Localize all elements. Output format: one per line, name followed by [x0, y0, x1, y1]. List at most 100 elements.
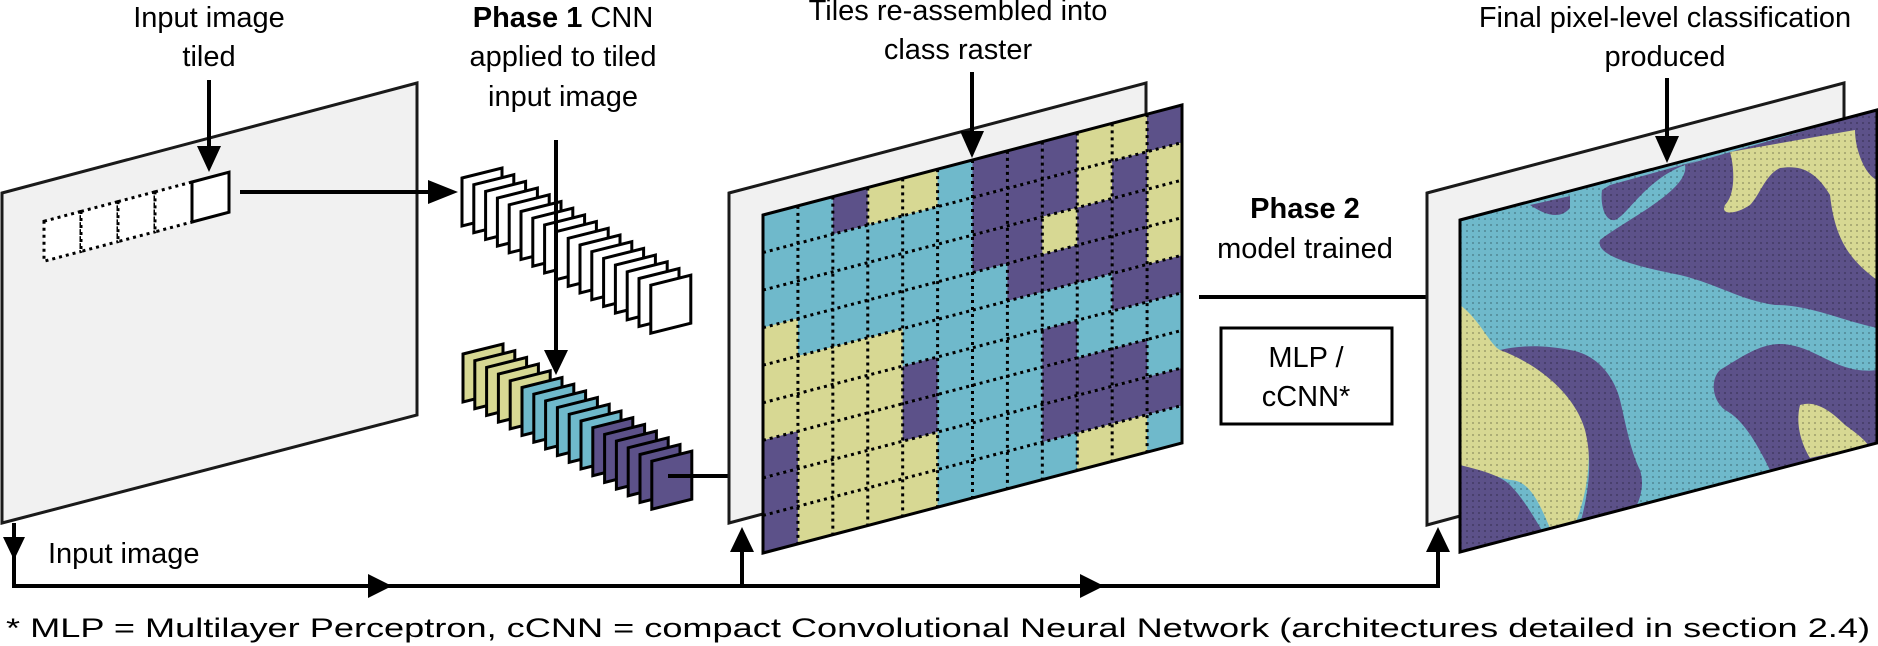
grid-row-line [762, 253, 1183, 367]
final-front-frame [1458, 108, 1878, 554]
raster-cell [832, 412, 868, 460]
phase1-title-suffix: CNN [582, 2, 653, 34]
raster-cell [1112, 414, 1148, 462]
raster-cell [1112, 264, 1148, 312]
raster-cell [1147, 142, 1182, 190]
raster-cell [1077, 386, 1113, 433]
raster-cell [832, 300, 868, 347]
cnn-input-stack [460, 166, 693, 336]
raster-cell [1042, 395, 1078, 443]
raster-cell [763, 431, 798, 478]
raster-cell [972, 150, 1008, 198]
raster-cell [867, 178, 903, 226]
raster-cell [1042, 432, 1078, 480]
raster-cell [797, 459, 833, 507]
grid-row-line [762, 366, 1183, 480]
raster-cell [763, 318, 798, 366]
model-box: MLP / cCNN* [1219, 326, 1394, 426]
grid-row-line [762, 328, 1183, 442]
raster-cell [937, 310, 973, 357]
raster-cell [1042, 357, 1078, 405]
raster-cell [832, 375, 868, 422]
model-box-line2: cCNN* [1262, 381, 1351, 413]
raster-cell [1042, 207, 1078, 255]
raster-cell [902, 432, 938, 479]
raster-cell [1077, 423, 1113, 471]
raster-cell [1077, 236, 1113, 283]
phase2-title: Phase 2 [1250, 193, 1360, 225]
input-tiled-label-line1: Input image [133, 2, 285, 34]
class-tile [650, 449, 694, 512]
raster-cell [1042, 320, 1078, 367]
raster-cell [972, 225, 1008, 273]
raster-cell [902, 469, 938, 517]
grid-row-line [762, 141, 1183, 255]
input-image-label: Input image [48, 538, 200, 570]
raster-cell [1077, 123, 1113, 171]
raster-cell [867, 403, 903, 451]
raster-cell [1007, 254, 1043, 302]
input-tile-row [42, 170, 231, 264]
raster-cell [1147, 255, 1182, 302]
reassembled-arrow [960, 72, 984, 158]
cnn-vertical-arrowhead [544, 350, 568, 375]
raster-cell [797, 497, 833, 544]
raster-cell [763, 468, 798, 516]
feature-tile [649, 273, 693, 336]
raster-cell [832, 262, 868, 310]
raster-cell [797, 196, 833, 244]
raster-cell [972, 451, 1008, 498]
final-arrow [1655, 78, 1679, 163]
raster-cell [1007, 404, 1043, 452]
raster-cell [1007, 367, 1043, 414]
raster-cell [937, 235, 973, 282]
raster-cell [867, 291, 903, 338]
raster-cell [832, 450, 868, 498]
active-input-tile [190, 170, 231, 224]
raster-cell [1112, 339, 1148, 387]
phase2-arrow [1199, 285, 1460, 309]
raster-cell [1112, 114, 1148, 161]
raster-cell [1007, 179, 1043, 226]
raster-grid [761, 103, 1184, 555]
raster-cell [797, 234, 833, 281]
raster-cell [1077, 311, 1113, 358]
cnn-output-stack [461, 342, 694, 512]
raster-cell [902, 169, 938, 216]
raster-cell [1147, 367, 1182, 415]
raster-cell [832, 187, 868, 235]
class-raster [727, 81, 1184, 555]
raster-cell [1112, 226, 1148, 274]
input-image-flow [3, 523, 1450, 598]
raster-cell [1077, 273, 1113, 321]
raster-cell [1077, 198, 1113, 246]
raster-cell [763, 243, 798, 291]
raster-cell [867, 366, 903, 413]
raster-cell [972, 376, 1008, 423]
raster-cell [832, 225, 868, 272]
phase2-subtitle: model trained [1217, 233, 1393, 265]
raster-cell [937, 422, 973, 470]
raster-cell [1007, 329, 1043, 377]
raster-cell [1112, 301, 1148, 349]
raster-cell [797, 384, 833, 432]
raster-cell [1007, 141, 1043, 189]
raster-cell [902, 244, 938, 291]
raster-cell [797, 309, 833, 357]
raster-cell [832, 337, 868, 385]
raster-cell [797, 422, 833, 469]
raster-cell [797, 271, 833, 319]
raster-cell [972, 263, 1008, 311]
raster-cell [1112, 189, 1148, 236]
raster-cell [1042, 245, 1078, 292]
raster-cell [972, 413, 1008, 461]
raster-cell [1147, 180, 1182, 227]
raster-cell [763, 356, 798, 403]
raster-cell [1112, 377, 1148, 424]
raster-cell [1147, 105, 1182, 152]
raster-cell [763, 205, 798, 253]
model-box-line1: MLP / [1268, 342, 1344, 374]
raster-cell [1042, 132, 1078, 180]
raster-cell [1147, 330, 1182, 378]
